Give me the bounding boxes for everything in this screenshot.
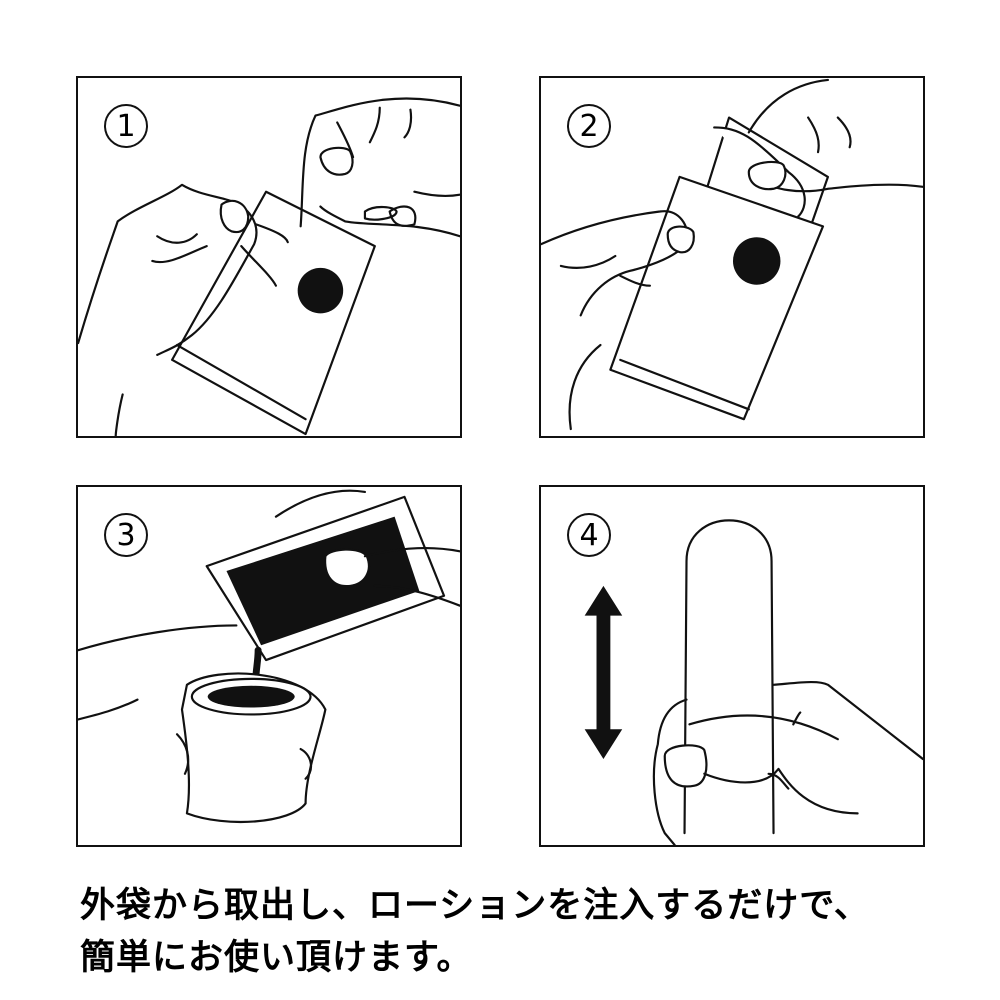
remove-item-illustration (541, 78, 923, 431)
step-number-1: 1 (104, 104, 148, 148)
use-item-illustration (584, 519, 923, 845)
caption-line-1: 外袋から取出し、ローションを注入するだけで、 (80, 886, 870, 926)
step-4-panel: 4 (539, 485, 925, 847)
instruction-caption: 外袋から取出し、ローションを注入するだけで、 簡単にお使い頂けます。 (80, 880, 940, 984)
pour-lotion-illustration (78, 489, 460, 824)
step-2-panel: 2 (539, 76, 925, 438)
step-number-2: 2 (567, 104, 611, 148)
step-number-4: 4 (567, 513, 611, 557)
up-down-arrow-icon (584, 585, 623, 759)
step-number-3: 3 (104, 513, 148, 557)
step-1-panel: 1 (76, 76, 462, 438)
caption-line-2: 簡単にお使い頂けます。 (80, 938, 473, 978)
tear-package-illustration (78, 97, 460, 436)
step-3-panel: 3 (76, 485, 462, 847)
